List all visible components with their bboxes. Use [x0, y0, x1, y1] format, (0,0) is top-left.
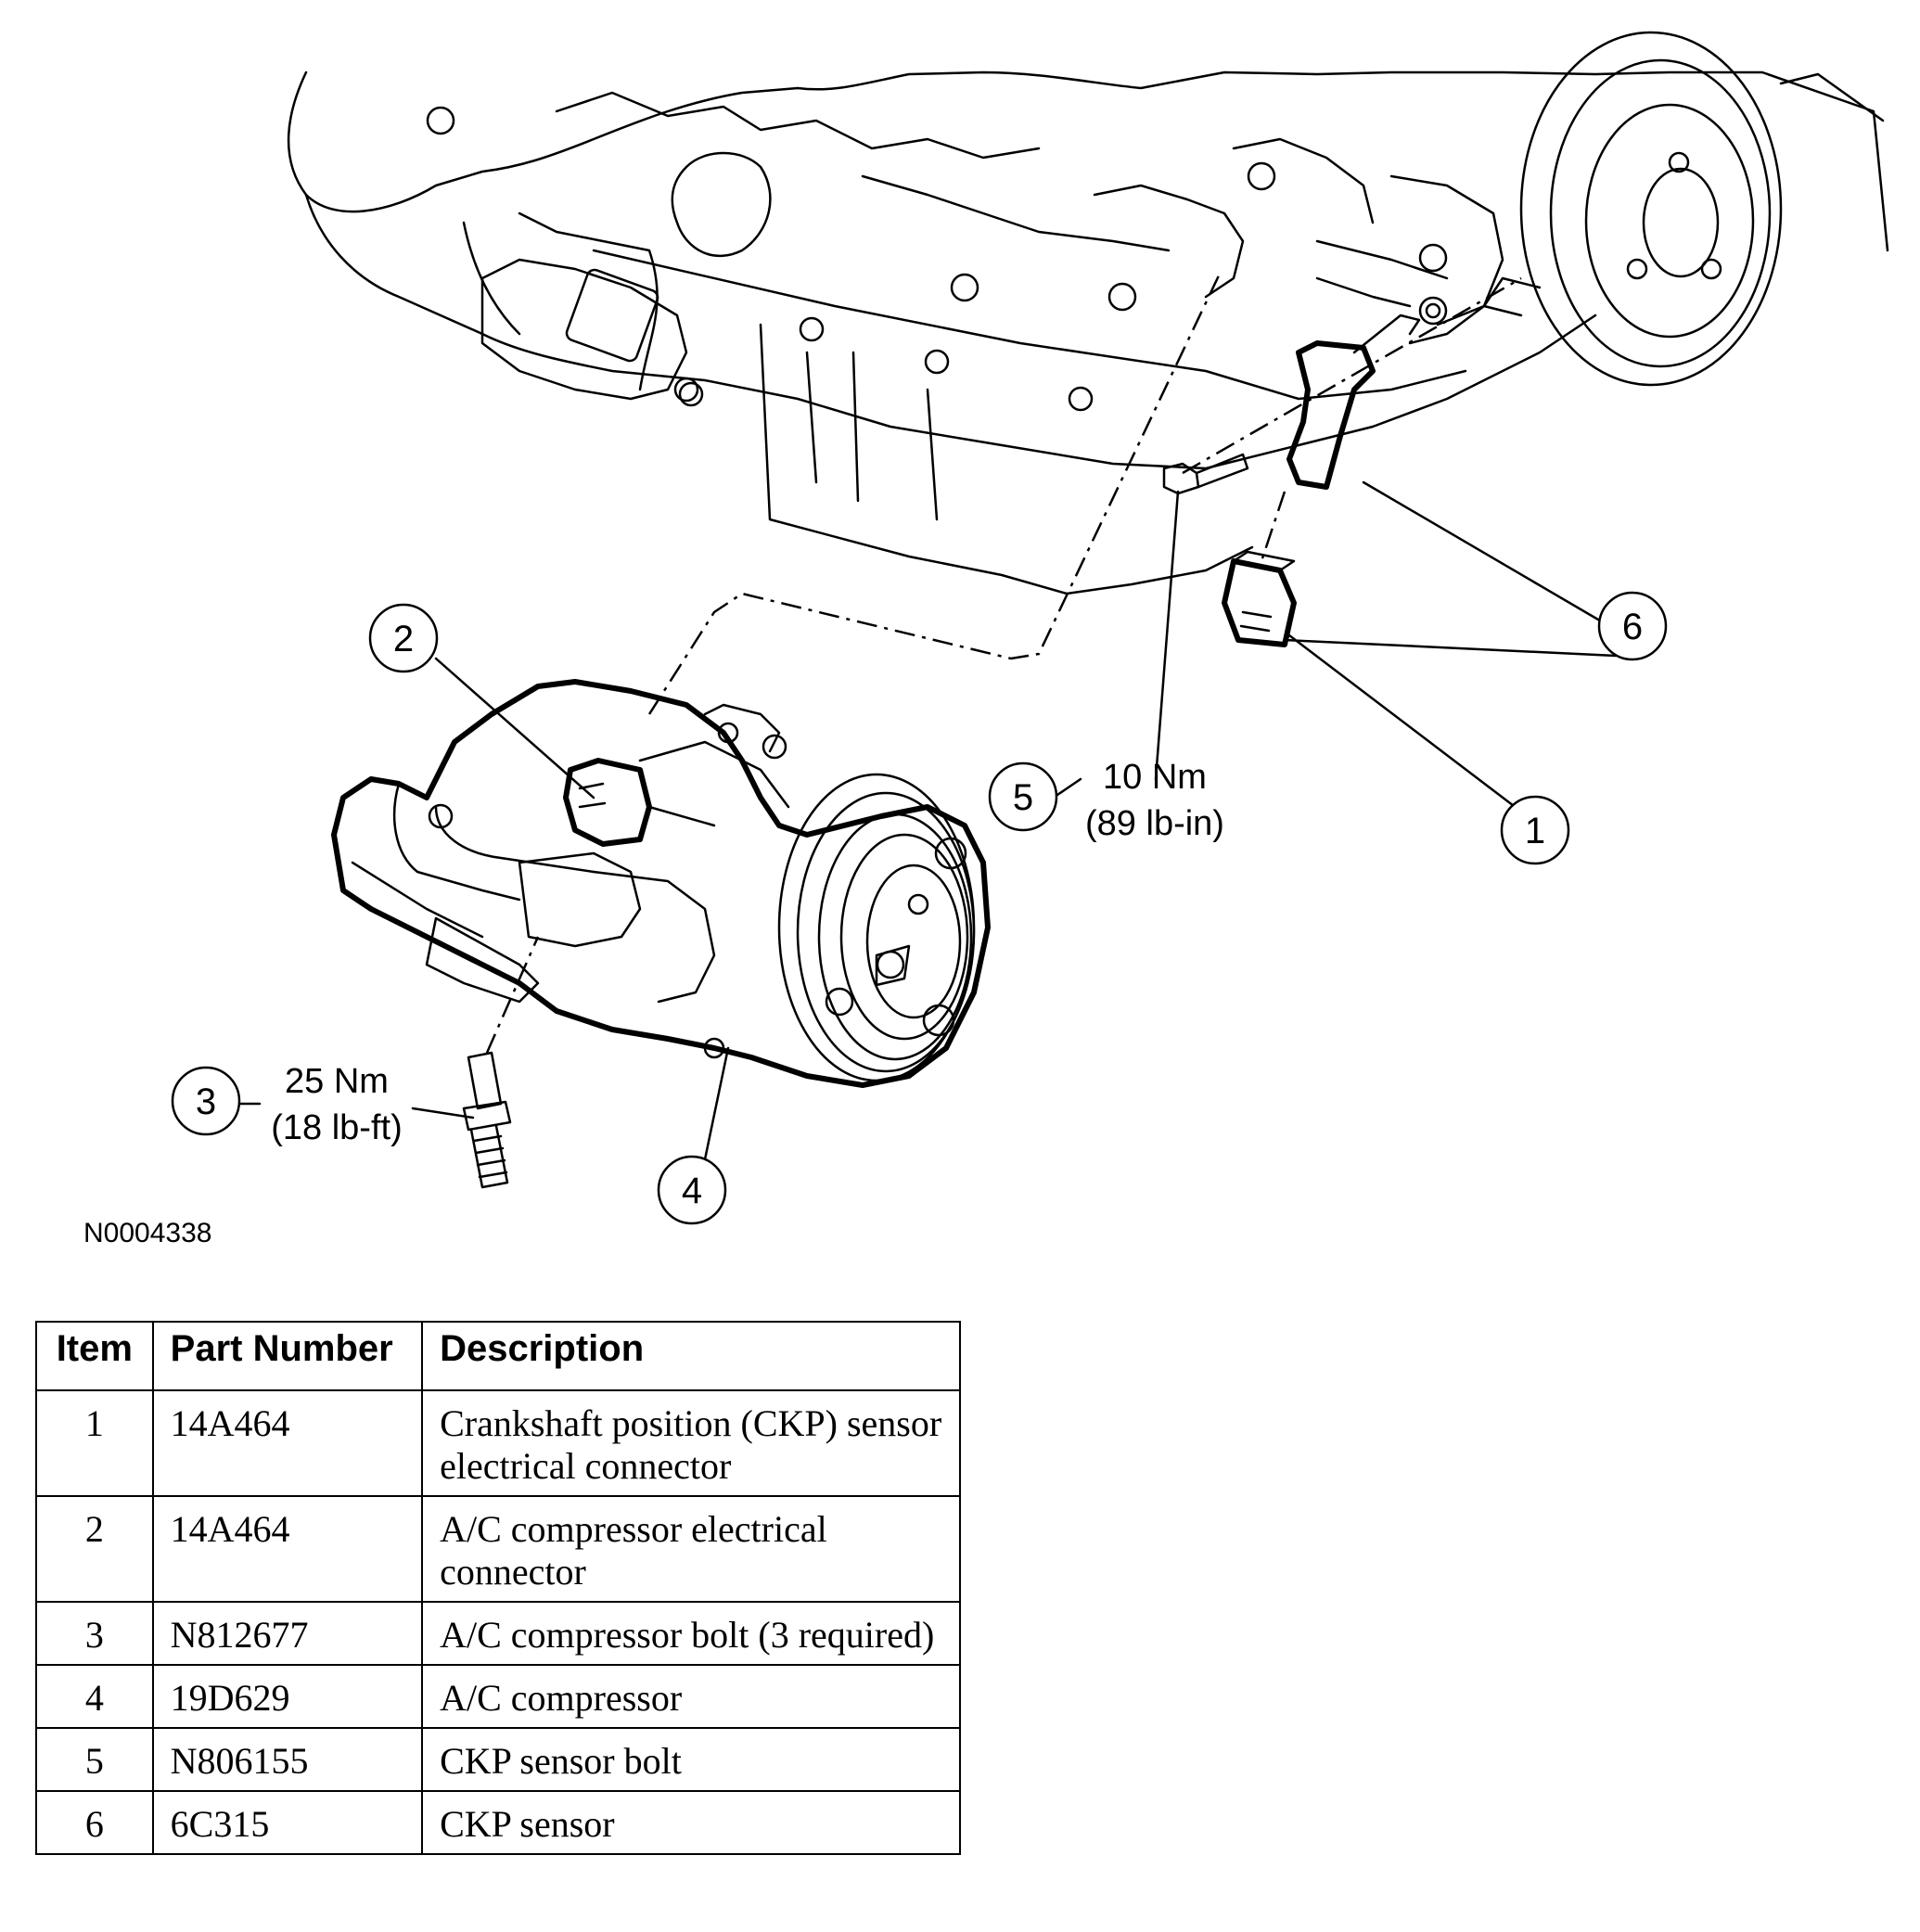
table-row: 6 6C315 CKP sensor	[35, 1790, 961, 1855]
engine-block-drawing	[287, 31, 1889, 715]
callout-5-torque-imperial: (89 lb-in)	[1085, 804, 1224, 843]
table-row: 2 14A464 A/C compressor electrical conne…	[35, 1495, 961, 1603]
cell-description: Crankshaft position (CKP) sensor electri…	[421, 1389, 961, 1497]
cell-item: 6	[35, 1790, 154, 1855]
table-row: 3 N812677 A/C compressor bolt (3 require…	[35, 1601, 961, 1666]
cell-part-number: 14A464	[151, 1389, 424, 1497]
column-header-description: Description	[421, 1321, 961, 1391]
cell-description: A/C compressor electrical connector	[421, 1495, 961, 1603]
cell-item: 1	[35, 1389, 154, 1497]
cell-item: 3	[35, 1601, 154, 1666]
table-header-row: Item Part Number Description	[35, 1321, 961, 1391]
callout-5-torque-metric: 10 Nm	[1103, 758, 1207, 797]
cell-part-number: 19D629	[151, 1664, 424, 1729]
callout-6: 6	[1597, 591, 1668, 661]
callout-5: 5 10 Nm (89 lb-in)	[988, 758, 1224, 843]
callout-3: 3 25 Nm (18 lb-ft)	[171, 1062, 403, 1147]
cell-item: 2	[35, 1495, 154, 1603]
callout-1-number: 1	[1525, 811, 1545, 851]
cell-item: 4	[35, 1664, 154, 1729]
leader-lines	[237, 480, 1618, 1161]
callout-5-number: 5	[1013, 777, 1033, 818]
cell-description: A/C compressor bolt (3 required)	[421, 1601, 961, 1666]
callout-3-number: 3	[196, 1081, 216, 1122]
callout-6-number: 6	[1622, 607, 1643, 647]
cell-part-number: 14A464	[151, 1495, 424, 1603]
figure-id: N0004338	[83, 1218, 211, 1248]
table-row: 1 14A464 Crankshaft position (CKP) senso…	[35, 1389, 961, 1497]
cell-item: 5	[35, 1727, 154, 1792]
callout-4: 4	[657, 1155, 727, 1225]
cell-part-number: 6C315	[151, 1790, 424, 1855]
cell-description: A/C compressor	[421, 1664, 961, 1729]
column-header-item: Item	[35, 1321, 154, 1391]
callout-3-torque-metric: 25 Nm	[285, 1062, 389, 1101]
callout-2-number: 2	[393, 619, 414, 659]
callout-1: 1	[1500, 795, 1570, 865]
column-header-part-number: Part Number	[151, 1321, 424, 1391]
callout-2: 2	[368, 603, 439, 673]
parts-table: Item Part Number Description 1 14A464 Cr…	[35, 1321, 961, 1855]
table-row: 4 19D629 A/C compressor	[35, 1664, 961, 1729]
cell-description: CKP sensor bolt	[421, 1727, 961, 1792]
cell-description: CKP sensor	[421, 1790, 961, 1855]
ac-compressor-drawing	[331, 679, 991, 1189]
cell-part-number: N812677	[151, 1601, 424, 1666]
cell-part-number: N806155	[151, 1727, 424, 1792]
exploded-view-illustration: 1 2 3 25 Nm (18 lb-ft) 4 5 10 Nm (89 lb-…	[83, 31, 1889, 1248]
table-row: 5 N806155 CKP sensor bolt	[35, 1727, 961, 1792]
callout-4-number: 4	[682, 1171, 702, 1211]
callout-3-torque-imperial: (18 lb-ft)	[271, 1108, 402, 1147]
